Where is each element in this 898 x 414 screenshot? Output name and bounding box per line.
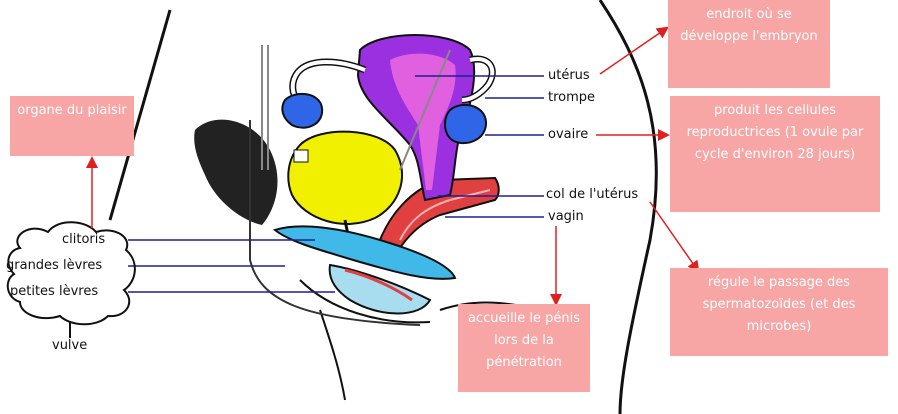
ureter-right: [399, 49, 451, 171]
right-tube-inner: [461, 57, 495, 102]
label-ovaire: ovaire: [548, 127, 589, 142]
bladder-shape: [287, 130, 404, 225]
vulve-cloud: [6, 221, 136, 326]
vagina-lumen: [399, 189, 491, 241]
label-grandes-levres: grandes lèvres: [6, 258, 103, 273]
body-outline-right: [598, 0, 658, 414]
note-embryon: endroit où se développe l'embryon: [668, 0, 830, 88]
leg-outline: [319, 309, 346, 401]
left-tube-inner: [290, 60, 366, 102]
label-trompe: trompe: [548, 90, 596, 105]
bladder-ureter: [293, 149, 309, 163]
perineum-outline: [299, 279, 431, 324]
uterus-cavity: [390, 53, 456, 191]
label-petites-levres: petites lèvres: [10, 284, 99, 299]
label-uterus: utérus: [548, 68, 590, 83]
pelvic-wall: [249, 120, 421, 326]
arrow-embryon: [599, 26, 669, 75]
vulva-shape: [272, 225, 457, 280]
note-cellules: produit les cellules reproductrices (1 o…: [670, 96, 880, 212]
label-clitoris: clitoris: [62, 232, 106, 247]
vulva-lower: [328, 263, 432, 315]
right-ovary: [444, 103, 488, 145]
vagina-shape: [378, 176, 500, 265]
note-plaisir: organe du plaisir: [10, 96, 134, 156]
note-passage: régule le passage des spermatozoïdes (et…: [670, 268, 888, 356]
body-outline-left: [108, 9, 172, 221]
pubic-hair: [194, 119, 278, 225]
note-penis: accueille le pénis lors de la pénétratio…: [458, 304, 590, 392]
arrow-passage: [649, 201, 700, 273]
label-col: col de l'utérus: [546, 187, 639, 202]
labia-detail: [344, 268, 413, 302]
label-vagin: vagin: [548, 209, 584, 224]
label-vulve: vulve: [52, 338, 88, 353]
left-ovary: [281, 92, 324, 129]
